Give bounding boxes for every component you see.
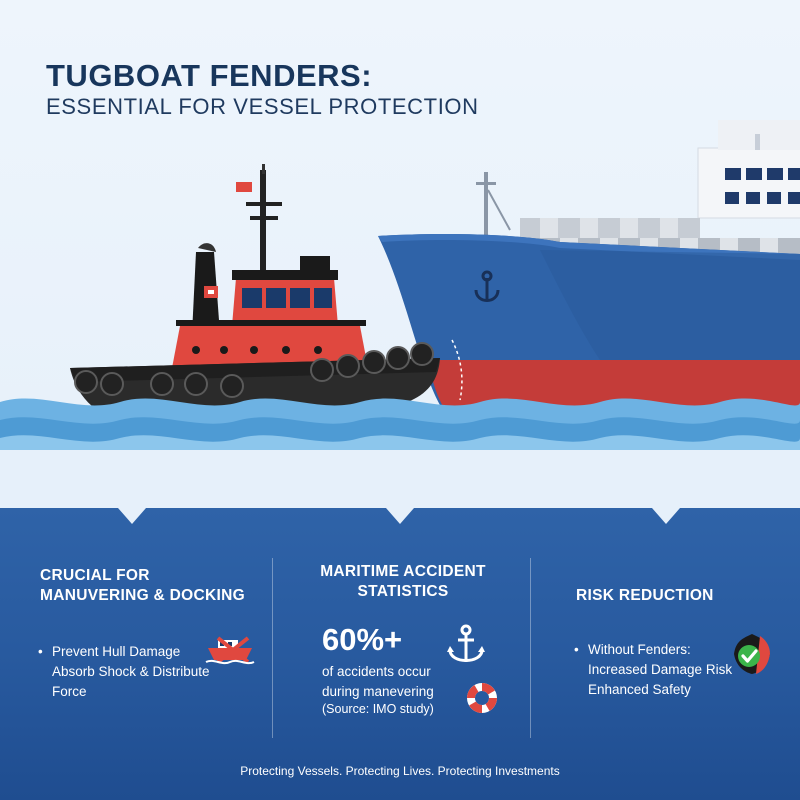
heading-line: MANUVERING & DOCKING bbox=[40, 587, 245, 604]
column-divider bbox=[530, 558, 531, 738]
heading-line: STATISTICS bbox=[357, 583, 449, 600]
pointer-notch bbox=[118, 508, 146, 524]
heading-line: MARITIME ACCIDENT bbox=[320, 563, 486, 580]
cargo-ship bbox=[378, 120, 800, 410]
page-title: TUGBOAT FENDERS: bbox=[46, 58, 373, 93]
risk-reduction-heading: RISK REDUCTION bbox=[576, 587, 714, 604]
shock-text: Absorb Shock & Distribute bbox=[52, 664, 210, 679]
life-ring-icon bbox=[467, 683, 497, 713]
risk-text: Increased Damage Risk bbox=[588, 662, 733, 677]
hull-anchor-icon bbox=[474, 270, 500, 302]
heading-line: CRUCIAL FOR bbox=[40, 567, 150, 584]
stat-description: of accidents occur bbox=[322, 664, 431, 679]
hero-section: TUGBOAT FENDERS: ESSENTIAL FOR VESSEL PR… bbox=[0, 0, 800, 520]
without-fenders-bullet: Without Fenders: bbox=[574, 640, 691, 660]
shield-check-icon bbox=[734, 634, 770, 674]
tugboat bbox=[70, 164, 440, 412]
pointer-notch bbox=[386, 508, 414, 524]
anchor-icon bbox=[447, 624, 485, 662]
page-subtitle: ESSENTIAL FOR VESSEL PROTECTION bbox=[46, 94, 479, 119]
stat-source: (Source: IMO study) bbox=[322, 702, 434, 716]
tugboat-ship-illustration bbox=[0, 120, 800, 520]
statistics-heading: MARITIME ACCIDENT STATISTICS bbox=[300, 562, 506, 602]
force-text: Force bbox=[52, 684, 87, 699]
damaged-boat-icon bbox=[205, 636, 255, 665]
stat-description: during manevering bbox=[322, 684, 434, 699]
accident-stat: 60%+ bbox=[322, 622, 403, 657]
safety-text: Enhanced Safety bbox=[588, 682, 691, 697]
maneuvering-heading: CRUCIAL FOR MANUVERING & DOCKING bbox=[40, 566, 245, 606]
footer-tagline: Protecting Vessels. Protecting Lives. Pr… bbox=[240, 764, 560, 778]
water-waves bbox=[0, 398, 800, 520]
hull-damage-bullet: Prevent Hull Damage bbox=[38, 642, 180, 662]
column-divider bbox=[272, 558, 273, 738]
pointer-notch bbox=[652, 508, 680, 524]
